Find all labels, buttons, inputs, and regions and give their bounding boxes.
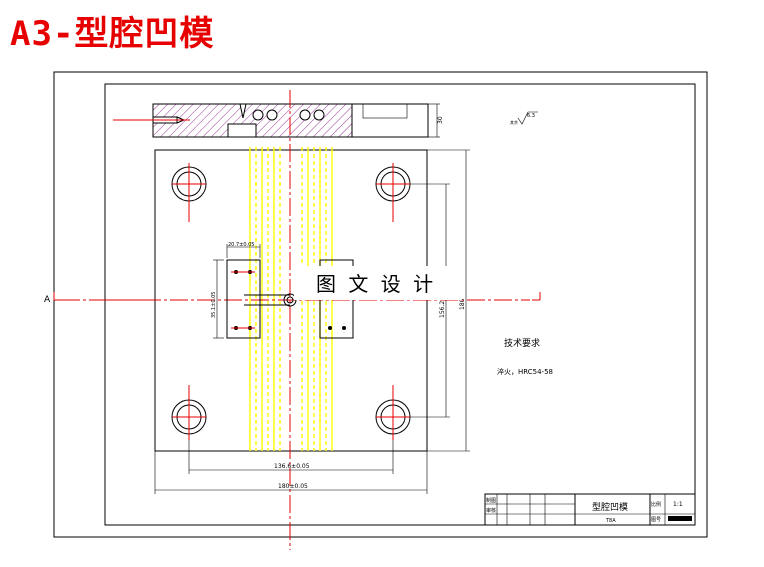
section-view [113, 103, 440, 138]
dim-cavity-width: 20.7±0.05 [228, 242, 254, 248]
dim-width-overall: 180±0.05 [278, 483, 308, 490]
title-scale-value: 1:1 [673, 501, 683, 508]
page-title: A3-型腔凹模 [10, 14, 215, 54]
cavity-dims [213, 244, 261, 339]
cooling-channels [249, 147, 333, 451]
title-drawn-label: 制图 [486, 497, 496, 504]
title-material: T8A [605, 518, 616, 524]
guide-holes [171, 163, 411, 440]
dim-thickness: 30 [437, 116, 444, 124]
overall-dims [154, 149, 470, 494]
tech-note: 淬火，HRC54-58 [497, 367, 553, 376]
watermark: 图 文 设 计 [294, 266, 462, 300]
centerlines [62, 90, 530, 550]
svg-text:6.3: 6.3 [527, 113, 535, 119]
svg-text:图 文 设 计: 图 文 设 计 [316, 272, 436, 296]
title-check-label: 审核 [486, 507, 496, 514]
dim-width-holes: 136.6±0.05 [274, 463, 310, 470]
crop-marks [53, 292, 541, 301]
dim-cavity-height: 35.1±0.05 [211, 292, 217, 318]
title-block [484, 493, 696, 526]
svg-text:其余: 其余 [510, 119, 518, 125]
title-part-name: 型腔凹模 [592, 501, 628, 513]
outer-frame [53, 71, 708, 538]
dim-height-overall: 156.2 [439, 301, 446, 318]
tech-heading: 技术要求 [504, 337, 540, 349]
cavity-left [226, 259, 297, 339]
dim-height-right: 180 [459, 298, 466, 310]
title-sheet-label: 图号 [651, 517, 661, 523]
title-scale-label: 比例 [651, 501, 661, 508]
section-label: A [44, 295, 51, 305]
roughness-mark: 6.3 其余 [510, 111, 538, 125]
inner-frame [104, 83, 696, 526]
